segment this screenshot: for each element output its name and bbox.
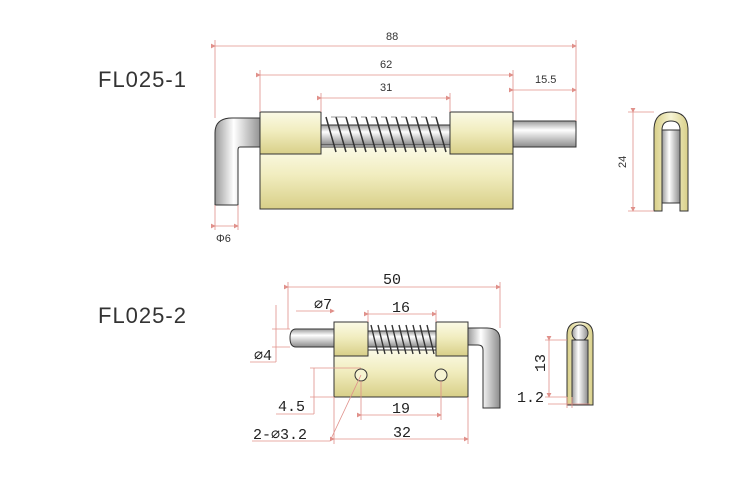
- dim-body-length: 62: [380, 59, 392, 71]
- right-pin: [511, 120, 577, 148]
- side-pin-2: [571, 339, 589, 406]
- left-pin: [289, 328, 336, 348]
- dim-spring-length: 31: [380, 82, 392, 94]
- left-collar-2: [333, 321, 369, 357]
- right-collar-2: [435, 321, 469, 357]
- dim-base-length: 32: [393, 425, 411, 442]
- dim-height-2: 13: [533, 354, 550, 372]
- left-collar: [259, 111, 322, 155]
- bent-pin: [214, 117, 263, 206]
- right-collar: [449, 111, 514, 155]
- dim-hole-pitch: 19: [392, 401, 410, 418]
- fl025-1-dimensions: 88 62 15.5 31 Φ6: [211, 31, 577, 245]
- side-pin: [661, 129, 681, 204]
- dim-pin-diameter-outer: ∅7: [314, 297, 332, 314]
- spring: [325, 116, 447, 153]
- brass-base: [259, 146, 514, 210]
- dim-spring-length-2: 16: [392, 300, 410, 317]
- dim-thickness: 1.2: [517, 390, 544, 407]
- fl025-1-front-view: [214, 111, 577, 210]
- fl025-2-front-view: [289, 321, 501, 409]
- bent-pin-right: [467, 327, 501, 409]
- fl025-2-side-view: 13 1.2: [517, 321, 594, 408]
- dim-hole-callout: 2-∅3.2: [253, 427, 307, 444]
- spring-2: [370, 324, 435, 355]
- fl025-2-dimensions: 50 ∅7 16 ∅4 4.5 19 2-∅3.2 32: [250, 272, 501, 444]
- dim-overall-length: 88: [386, 31, 398, 43]
- dim-pin-diameter-inner: ∅4: [254, 348, 272, 365]
- mount-hole-right: [434, 368, 448, 382]
- model-label-fl025-1: FL025-1: [98, 67, 187, 92]
- fl025-1-side-view: 24: [617, 108, 689, 212]
- dim-overall-length-2: 50: [383, 272, 401, 289]
- dim-height: 24: [617, 156, 629, 168]
- dim-pin-diameter: Φ6: [216, 233, 231, 245]
- dim-pin-extension: 15.5: [535, 74, 556, 86]
- side-bracket: [653, 111, 689, 212]
- side-pin-end: [571, 324, 589, 342]
- model-label-fl025-2: FL025-2: [98, 303, 187, 328]
- dim-hole-offset: 4.5: [278, 399, 305, 416]
